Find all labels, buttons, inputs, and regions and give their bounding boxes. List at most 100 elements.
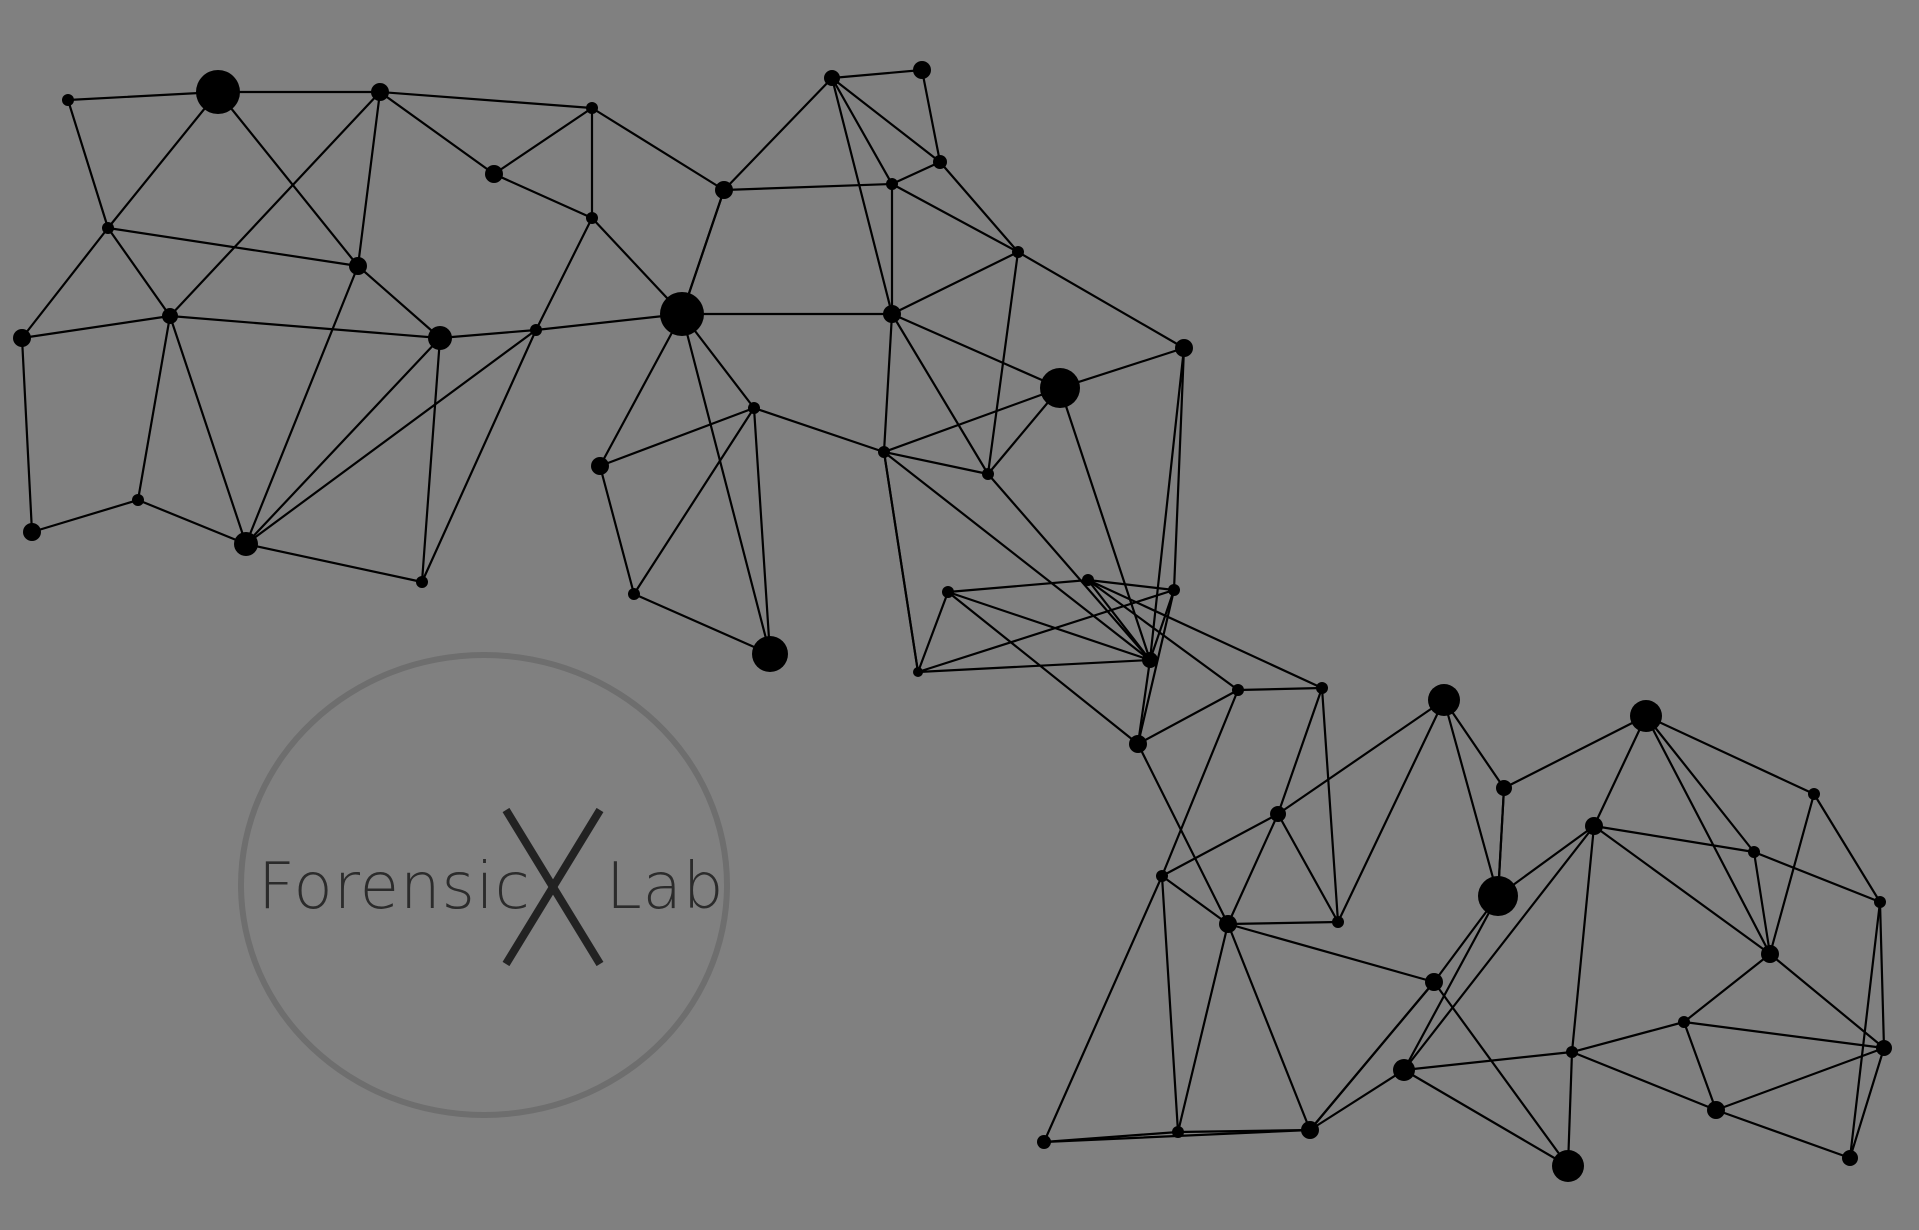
network-edge	[356, 264, 442, 340]
network-edge	[1172, 346, 1186, 592]
network-edge	[890, 182, 1020, 254]
network-node	[586, 212, 598, 224]
network-node	[1172, 1126, 1184, 1138]
network-node	[824, 70, 840, 86]
network-edge	[598, 406, 756, 468]
network-edge	[1812, 792, 1882, 904]
network-node	[982, 468, 994, 480]
network-node	[1707, 1101, 1725, 1119]
network-node	[1156, 870, 1168, 882]
network-edge	[890, 160, 942, 186]
network-edge	[1566, 1050, 1574, 1168]
network-edge	[1592, 824, 1756, 854]
network-edge	[356, 90, 382, 268]
network-edge	[20, 226, 110, 340]
network-edge	[378, 90, 594, 110]
network-edge	[1308, 980, 1436, 1132]
network-edge	[1714, 1108, 1852, 1160]
network-node	[1566, 1046, 1578, 1058]
network-node	[715, 181, 733, 199]
network-edge	[1136, 742, 1230, 926]
network-edge	[1402, 1068, 1570, 1168]
network-edge	[20, 336, 34, 534]
network-edge	[1402, 894, 1500, 1072]
network-edge	[30, 498, 140, 534]
network-edge	[598, 464, 636, 596]
network-node	[1129, 735, 1147, 753]
network-edge	[830, 68, 924, 80]
network-edge	[752, 406, 772, 656]
network-node	[1496, 780, 1512, 796]
network-edge	[890, 312, 990, 476]
network-edge	[1682, 1020, 1886, 1050]
network-edge	[1570, 1050, 1718, 1112]
network-edge	[1848, 1046, 1886, 1160]
network-edge	[420, 336, 442, 584]
network-node	[162, 308, 178, 324]
network-node	[23, 523, 41, 541]
network-node	[1876, 1040, 1892, 1056]
network-node	[1678, 1016, 1690, 1028]
network-node	[530, 324, 542, 336]
network-edge	[1768, 792, 1816, 956]
network-edge	[168, 314, 248, 546]
network-edge	[830, 76, 894, 186]
network-edge	[1160, 874, 1180, 1134]
network-edge	[1878, 900, 1886, 1050]
network-edge	[106, 226, 172, 318]
network-edge	[1160, 874, 1230, 926]
network-edge	[1226, 922, 1312, 1132]
network-node	[1301, 1121, 1319, 1139]
forensic-lab-logo-ring	[238, 652, 730, 1118]
network-node	[942, 586, 954, 598]
network-node	[1761, 945, 1779, 963]
network-node	[132, 494, 144, 506]
network-edge	[216, 90, 360, 268]
network-node	[416, 576, 428, 588]
x-mark-icon	[502, 808, 604, 966]
network-node	[1232, 684, 1244, 696]
network-node	[883, 305, 901, 323]
network-edge	[722, 182, 894, 192]
network-node	[1393, 1059, 1415, 1081]
network-edge	[534, 216, 594, 332]
network-edge	[244, 336, 442, 546]
network-edge	[890, 312, 1062, 390]
logo-word-lab: Lab	[606, 850, 725, 924]
network-node	[913, 61, 931, 79]
network-node	[1219, 915, 1237, 933]
network-edge	[1714, 1046, 1886, 1112]
network-node	[1037, 1135, 1051, 1149]
network-edge	[946, 590, 1152, 662]
network-node	[1630, 700, 1662, 732]
network-node	[1552, 1150, 1584, 1182]
network-edge	[1592, 824, 1772, 956]
network-edge	[1086, 578, 1176, 592]
network-edge	[916, 590, 950, 674]
network-edge	[1160, 688, 1240, 878]
network-edge	[752, 406, 886, 454]
network-edge	[632, 406, 756, 596]
network-edge	[1644, 714, 1816, 796]
network-node	[586, 102, 598, 114]
network-edge	[1644, 714, 1772, 956]
network-node	[1748, 846, 1760, 858]
network-edge	[492, 106, 594, 176]
network-edge	[106, 226, 360, 268]
network-edges	[20, 68, 1886, 1168]
network-node	[591, 457, 609, 475]
network-edge	[830, 76, 942, 164]
network-edge	[244, 542, 424, 584]
network-edge	[1226, 812, 1280, 926]
network-edge	[1136, 688, 1240, 746]
network-edge	[66, 90, 220, 102]
network-node	[748, 402, 760, 414]
network-edge	[1176, 922, 1230, 1134]
network-node	[485, 165, 503, 183]
network-edge	[1682, 952, 1772, 1024]
network-edge	[986, 250, 1020, 476]
network-edge	[830, 76, 894, 316]
network-node	[349, 257, 367, 275]
network-node	[752, 636, 788, 672]
